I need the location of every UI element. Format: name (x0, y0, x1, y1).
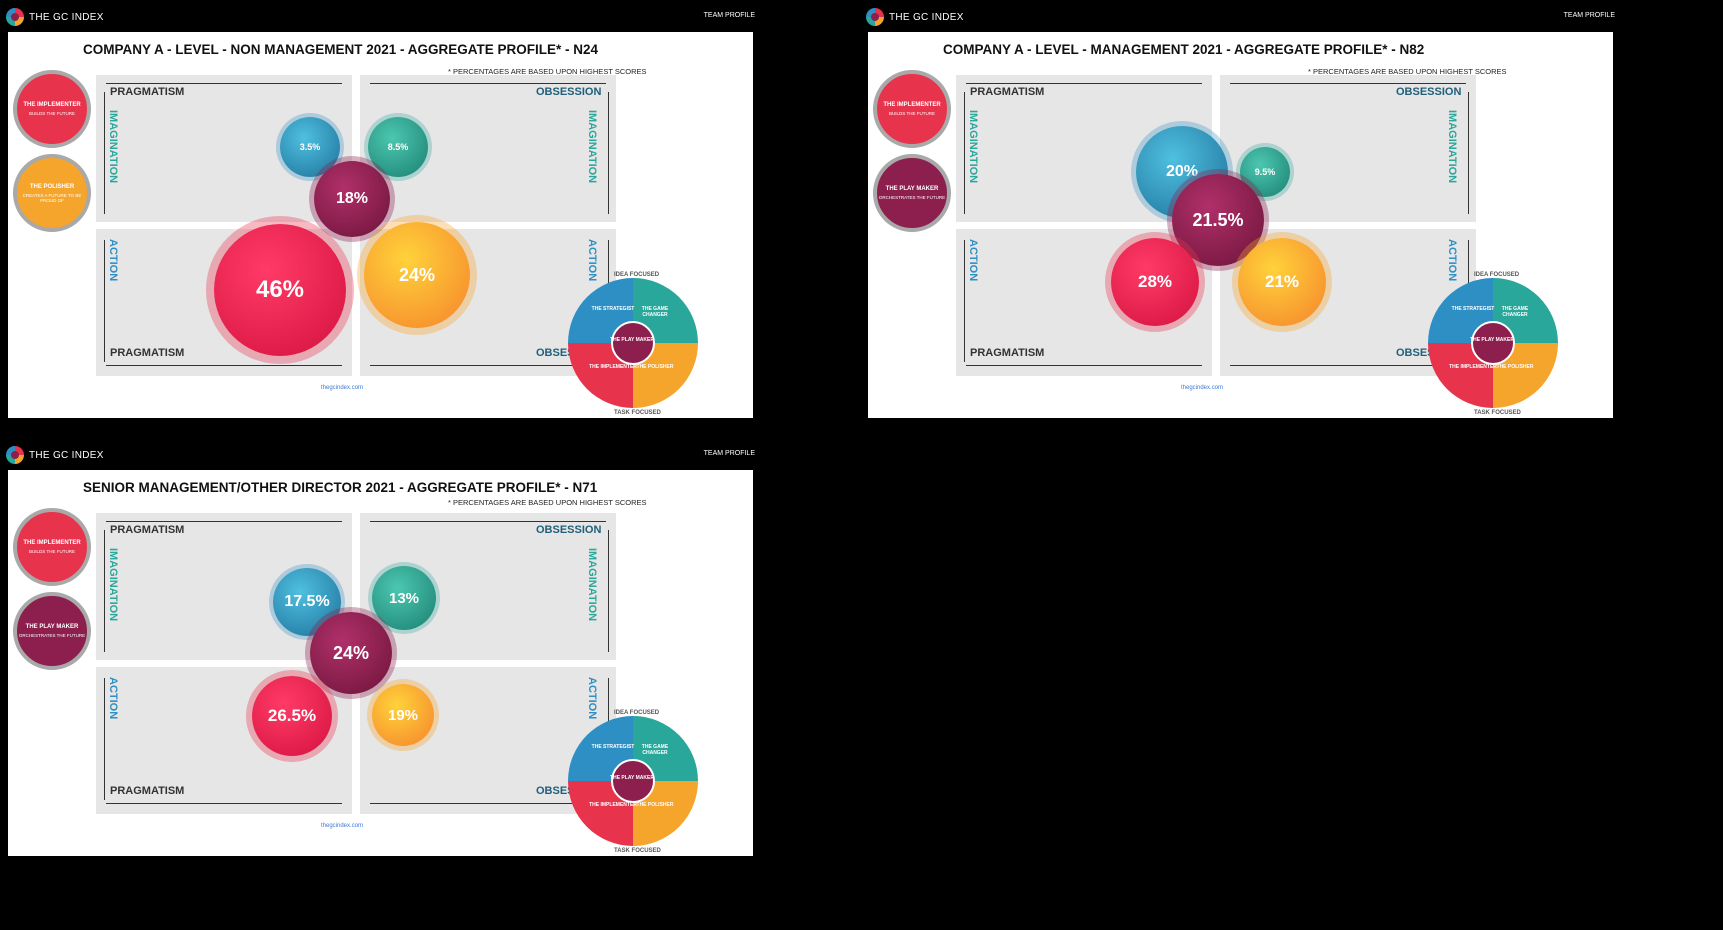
gc-index-logo: THE GC INDEX (6, 8, 104, 26)
gc-wheel-diagram: THE STRATEGIST THE GAME CHANGER THE IMPL… (1428, 278, 1558, 408)
footer-url[interactable]: thegcindex.com (321, 385, 364, 391)
slide-non-management: THE GC INDEX TEAM PROFILE COMPANY A - LE… (0, 0, 770, 450)
gc-wheel-diagram: THE STRATEGIST THE GAME CHANGER THE IMPL… (568, 716, 698, 846)
wheel-idea-focused: IDEA FOCUSED (614, 710, 660, 716)
wheel-task-focused: TASK FOCUSED (614, 410, 661, 416)
brand-name: THE GC INDEX (29, 449, 104, 461)
label-pragmatism-bottom: PRAGMATISM (110, 347, 185, 359)
label-pragmatism-bottom: PRAGMATISM (970, 347, 1045, 359)
wheel-task-focused: TASK FOCUSED (1474, 410, 1521, 416)
footer-url[interactable]: thegcindex.com (1181, 385, 1224, 391)
team-profile-label: TEAM PROFILE (703, 12, 755, 19)
wheel-idea-focused: IDEA FOCUSED (614, 272, 660, 278)
brand-name: THE GC INDEX (29, 11, 104, 23)
gc-logo-icon (6, 446, 24, 464)
gc-wheel-diagram: THE STRATEGIST THE GAME CHANGER THE IMPL… (568, 278, 698, 408)
slide-header: THE GC INDEX TEAM PROFILE (860, 0, 1630, 30)
label-action-right: ACTION (1446, 239, 1458, 282)
bubble-gamechanger: 13% (372, 566, 436, 630)
bubble-implementer: 28% (1111, 238, 1199, 326)
gc-index-logo: THE GC INDEX (6, 446, 104, 464)
label-obsession-top: OBSESSION (536, 86, 602, 98)
profile-card: COMPANY A - LEVEL - NON MANAGEMENT 2021 … (8, 32, 753, 418)
gc-index-logo: THE GC INDEX (866, 8, 964, 26)
slide-header: THE GC INDEX TEAM PROFILE (0, 438, 770, 468)
team-profile-label: TEAM PROFILE (703, 450, 755, 457)
bubble-playmaker: 18% (314, 161, 390, 237)
wheel-idea-focused: IDEA FOCUSED (1474, 272, 1520, 278)
label-imagination-right: IMAGINATION (586, 110, 598, 184)
bubble-implementer: 46% (214, 224, 346, 356)
label-obsession-top: OBSESSION (1396, 86, 1462, 98)
team-profile-label: TEAM PROFILE (1563, 12, 1615, 19)
gc-logo-icon (6, 8, 24, 26)
label-pragmatism-top: PRAGMATISM (110, 524, 185, 536)
label-imagination-left: IMAGINATION (107, 110, 119, 184)
profile-card: COMPANY A - LEVEL - MANAGEMENT 2021 - AG… (868, 32, 1613, 418)
slide-senior-management: THE GC INDEX TEAM PROFILE SENIOR MANAGEM… (0, 438, 770, 888)
bubble-polisher: 21% (1238, 238, 1326, 326)
slide-management: THE GC INDEX TEAM PROFILE COMPANY A - LE… (860, 0, 1630, 450)
percentage-note: * PERCENTAGES ARE BASED UPON HIGHEST SCO… (1308, 67, 1507, 76)
bubble-gamechanger: 8.5% (368, 117, 428, 177)
label-imagination-left: IMAGINATION (967, 110, 979, 184)
label-action-left: ACTION (107, 677, 119, 720)
label-imagination-left: IMAGINATION (107, 548, 119, 622)
label-action-right: ACTION (586, 677, 598, 720)
wheel-task-focused: TASK FOCUSED (614, 848, 661, 854)
gc-logo-icon (866, 8, 884, 26)
bubble-playmaker: 21.5% (1172, 174, 1264, 266)
label-obsession-top: OBSESSION (536, 524, 602, 536)
label-imagination-right: IMAGINATION (586, 548, 598, 622)
label-imagination-right: IMAGINATION (1446, 110, 1458, 184)
slide-title: SENIOR MANAGEMENT/OTHER DIRECTOR 2021 - … (83, 480, 598, 495)
label-action-left: ACTION (967, 239, 979, 282)
percentage-note: * PERCENTAGES ARE BASED UPON HIGHEST SCO… (448, 498, 647, 507)
footer-url[interactable]: thegcindex.com (321, 823, 364, 829)
bubble-implementer: 26.5% (252, 676, 332, 756)
label-pragmatism-top: PRAGMATISM (110, 86, 185, 98)
slide-header: THE GC INDEX TEAM PROFILE (0, 0, 770, 30)
label-pragmatism-bottom: PRAGMATISM (110, 785, 185, 797)
brand-name: THE GC INDEX (889, 11, 964, 23)
bubble-polisher: 24% (364, 222, 470, 328)
bubble-polisher: 19% (372, 684, 434, 746)
bubble-playmaker: 24% (310, 612, 392, 694)
label-action-left: ACTION (107, 239, 119, 282)
percentage-note: * PERCENTAGES ARE BASED UPON HIGHEST SCO… (448, 67, 647, 76)
profile-card: SENIOR MANAGEMENT/OTHER DIRECTOR 2021 - … (8, 470, 753, 856)
slide-title: COMPANY A - LEVEL - NON MANAGEMENT 2021 … (83, 42, 599, 57)
slide-title: COMPANY A - LEVEL - MANAGEMENT 2021 - AG… (943, 42, 1425, 57)
label-action-right: ACTION (586, 239, 598, 282)
label-pragmatism-top: PRAGMATISM (970, 86, 1045, 98)
